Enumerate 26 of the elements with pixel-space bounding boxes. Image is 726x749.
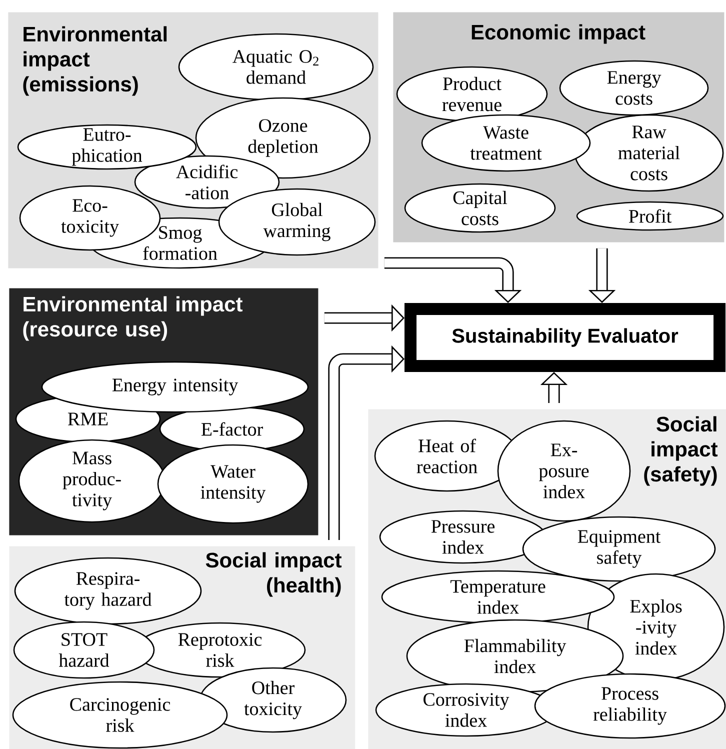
ellipse-node: Profit <box>576 201 724 231</box>
ellipse-node: Equipment safety <box>522 516 716 582</box>
block-arrow <box>384 257 522 303</box>
ellipse-node: Carcinogenic risk <box>12 681 228 749</box>
ellipse-node: Waste treatment <box>421 114 591 172</box>
ellipse-node: Energy costs <box>559 60 709 116</box>
ellipse-node: Respira- tory hazard <box>14 557 202 625</box>
ellipse-node: STOT hazard <box>13 621 155 679</box>
node-label: Explos -ivity index <box>630 599 682 655</box>
evaluator-box: Sustainability Evaluator <box>404 303 726 372</box>
ellipse-node: Mass produc- tivity <box>18 439 166 523</box>
ellipse-node: Aquatic O$_{2}$ demand <box>178 33 374 101</box>
ellipse-node: Raw material costs <box>574 114 724 192</box>
ellipse-node: Process reliability <box>534 673 726 739</box>
ellipse-node: Temperature index <box>381 570 615 624</box>
ellipse-node: Ex- posure index <box>497 420 631 522</box>
ellipse-node: Product revenue <box>396 66 548 122</box>
ellipse-node: Pressure index <box>379 510 547 564</box>
node-label: Equipment safety <box>578 530 661 568</box>
block-arrow <box>328 345 404 540</box>
node-label: Other toxicity <box>244 680 302 720</box>
node-label: Carcinogenic risk <box>70 698 170 732</box>
node-label: Corrosivity index <box>424 693 510 727</box>
ellipse-node: Corrosivity index <box>375 683 557 737</box>
ellipse-node: Capital costs <box>404 183 556 233</box>
ellipse-node: Water intensity <box>157 444 309 524</box>
